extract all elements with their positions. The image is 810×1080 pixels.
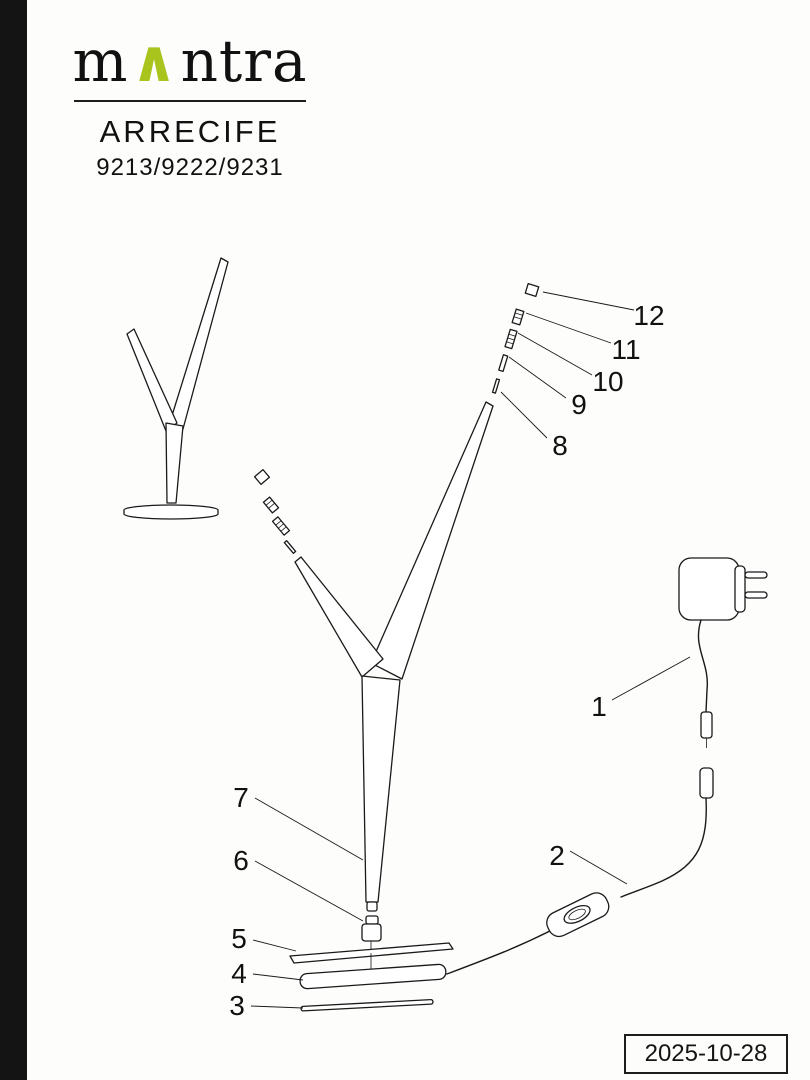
callout-10: 10 bbox=[592, 366, 624, 397]
stem-tip-and-base bbox=[290, 902, 453, 1011]
leader-3 bbox=[251, 1006, 303, 1008]
leader-12 bbox=[543, 292, 634, 310]
cable-connector-female bbox=[700, 768, 713, 798]
callout-3: 3 bbox=[229, 990, 245, 1021]
logo-text-suffix: ntra bbox=[180, 27, 308, 95]
logo-divider bbox=[74, 99, 306, 102]
leader-1 bbox=[612, 657, 690, 700]
callout-1: 1 bbox=[591, 691, 607, 722]
leader-9 bbox=[509, 357, 566, 398]
leader-4 bbox=[253, 974, 303, 980]
lamp-arm-right bbox=[371, 402, 493, 679]
assembled-lamp-thumbnail bbox=[124, 258, 228, 519]
callout-9: 9 bbox=[571, 389, 587, 420]
brand-logo: m∧ntra bbox=[68, 27, 312, 95]
tip-ribbed-sleeve bbox=[263, 497, 278, 513]
stem-end-fitting bbox=[367, 902, 377, 911]
leader-10 bbox=[518, 333, 592, 375]
date-stamp: 2025-10-28 bbox=[624, 1034, 788, 1074]
callout-2: 2 bbox=[549, 840, 565, 871]
leader-7 bbox=[255, 798, 363, 860]
arm-tip-parts-left bbox=[255, 470, 296, 554]
tip-rod bbox=[284, 541, 295, 554]
adapter-pin bbox=[745, 592, 767, 598]
tip-ribbed-sleeve bbox=[512, 309, 524, 325]
product-model-numbers: 9213/9222/9231 bbox=[96, 153, 284, 181]
leader-11 bbox=[526, 313, 611, 343]
base-plate-3 bbox=[301, 1000, 433, 1011]
base-plate-5 bbox=[290, 943, 453, 963]
lamp-arm-left bbox=[295, 557, 383, 677]
cable-adapter-segment bbox=[698, 620, 707, 712]
tip-end-cap bbox=[525, 284, 538, 297]
tip-ribbed-connector bbox=[273, 517, 290, 535]
tip-ribbed-connector bbox=[505, 329, 517, 348]
arm-tip-parts-right bbox=[493, 284, 539, 394]
cable-connector-male bbox=[701, 712, 712, 738]
lamp-stem bbox=[362, 676, 400, 902]
power-adapter bbox=[679, 558, 767, 620]
leader-6 bbox=[255, 861, 363, 921]
callout-11: 11 bbox=[611, 334, 641, 365]
adapter-face bbox=[735, 566, 745, 612]
adapter-pin bbox=[745, 572, 767, 578]
callout-6: 6 bbox=[233, 845, 249, 876]
tip-rod bbox=[493, 379, 500, 393]
logo-caret-mark: ∧ bbox=[130, 27, 179, 95]
callout-12: 12 bbox=[633, 300, 665, 331]
logo-text-prefix: m bbox=[72, 27, 129, 95]
adapter-body bbox=[679, 558, 739, 620]
power-cable bbox=[447, 620, 713, 974]
product-name: ARRECIFE bbox=[99, 113, 281, 149]
tip-screw bbox=[499, 355, 508, 372]
cable-switch-segment bbox=[621, 798, 706, 897]
date-text: 2025-10-28 bbox=[644, 1040, 768, 1067]
switch-button bbox=[561, 902, 592, 927]
callout-8: 8 bbox=[552, 430, 568, 461]
callout-7: 7 bbox=[233, 782, 249, 813]
inline-switch bbox=[543, 889, 612, 940]
leader-8 bbox=[501, 392, 547, 438]
scan-edge-strip bbox=[0, 0, 27, 1080]
base-connector-6 bbox=[362, 924, 381, 941]
lamp-frame bbox=[295, 402, 493, 902]
cable-base-segment bbox=[447, 930, 552, 974]
tip-end-cap bbox=[255, 470, 270, 485]
brand-header: m∧ntra ARRECIFE 9213/9222/9231 bbox=[68, 27, 312, 182]
callout-5: 5 bbox=[231, 923, 247, 954]
leader-5 bbox=[253, 940, 296, 951]
base-plate-4 bbox=[300, 964, 447, 989]
callout-4: 4 bbox=[231, 958, 247, 989]
leader-2 bbox=[570, 851, 627, 884]
leader-lines bbox=[251, 292, 690, 1008]
